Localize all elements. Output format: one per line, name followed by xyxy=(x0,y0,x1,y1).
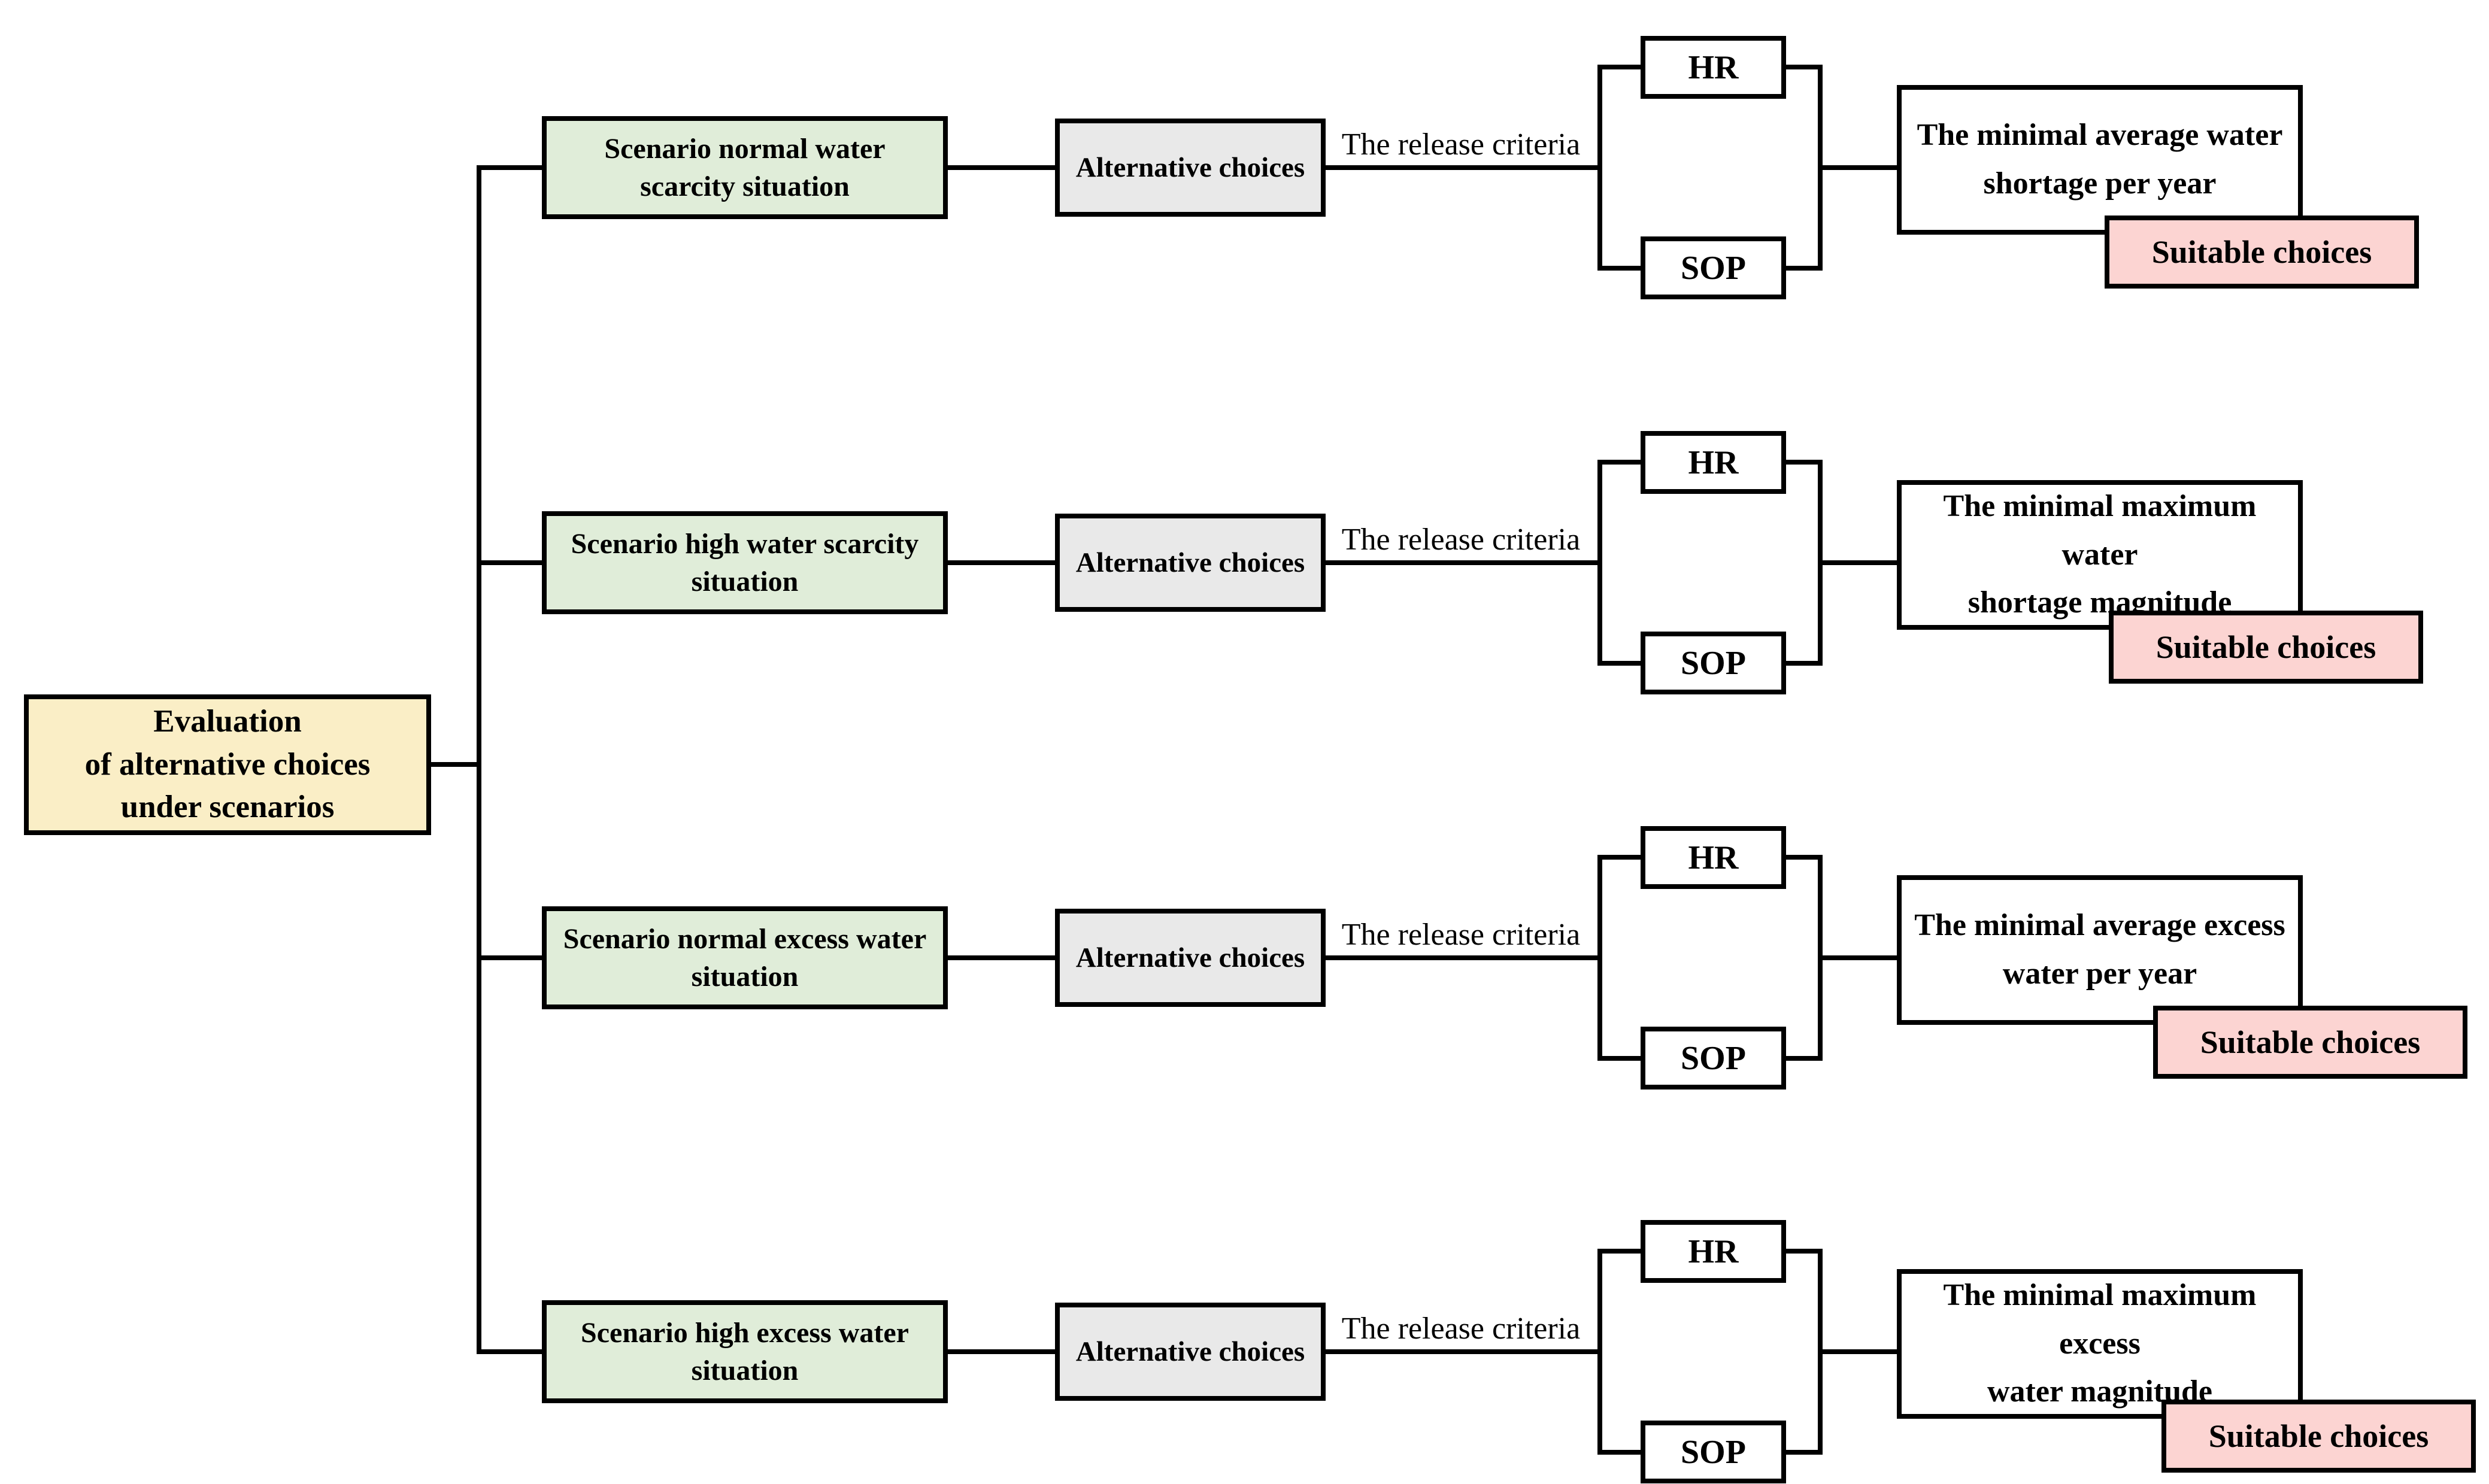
scenario-box-normal-excess-water: Scenario normal excess water situation xyxy=(542,906,948,1009)
criterion-box-minimal-maximum-excess-water: The minimal maximum excess water magnitu… xyxy=(1897,1269,2303,1419)
hr-box: HR xyxy=(1641,431,1786,494)
criterion-box-minimal-maximum-water-shortage: The minimal maximum water shortage magni… xyxy=(1897,480,2303,630)
criterion-box-minimal-average-excess-water: The minimal average excess water per yea… xyxy=(1897,875,2303,1025)
sop-box: SOP xyxy=(1641,632,1786,694)
criterion-box-minimal-average-water-shortage: The minimal average water shortage per y… xyxy=(1897,85,2303,235)
release-criteria-label: The release criteria xyxy=(1341,523,1581,557)
sop-box: SOP xyxy=(1641,236,1786,299)
alternative-choices-box: Alternative choices xyxy=(1055,514,1326,612)
sop-box: SOP xyxy=(1641,1027,1786,1090)
scenario-box-high-excess-water: Scenario high excess water situation xyxy=(542,1300,948,1403)
hr-box: HR xyxy=(1641,1220,1786,1283)
suitable-choices-box: Suitable choices xyxy=(2109,611,2423,684)
hr-box: HR xyxy=(1641,826,1786,889)
release-criteria-label: The release criteria xyxy=(1341,1312,1581,1346)
release-criteria-label: The release criteria xyxy=(1341,128,1581,162)
sop-box: SOP xyxy=(1641,1421,1786,1483)
suitable-choices-box: Suitable choices xyxy=(2105,216,2419,289)
scenario-box-high-water-scarcity: Scenario high water scarcity situation xyxy=(542,511,948,614)
alternative-choices-box: Alternative choices xyxy=(1055,1303,1326,1401)
release-criteria-label: The release criteria xyxy=(1341,918,1581,952)
scenario-box-normal-water-scarcity: Scenario normal water scarcity situation xyxy=(542,116,948,219)
alternative-choices-box: Alternative choices xyxy=(1055,119,1326,217)
root-evaluation-box: Evaluation of alternative choices under … xyxy=(24,694,431,835)
alternative-choices-box: Alternative choices xyxy=(1055,909,1326,1007)
suitable-choices-box: Suitable choices xyxy=(2153,1006,2467,1079)
suitable-choices-box: Suitable choices xyxy=(2161,1400,2476,1473)
hr-box: HR xyxy=(1641,36,1786,99)
